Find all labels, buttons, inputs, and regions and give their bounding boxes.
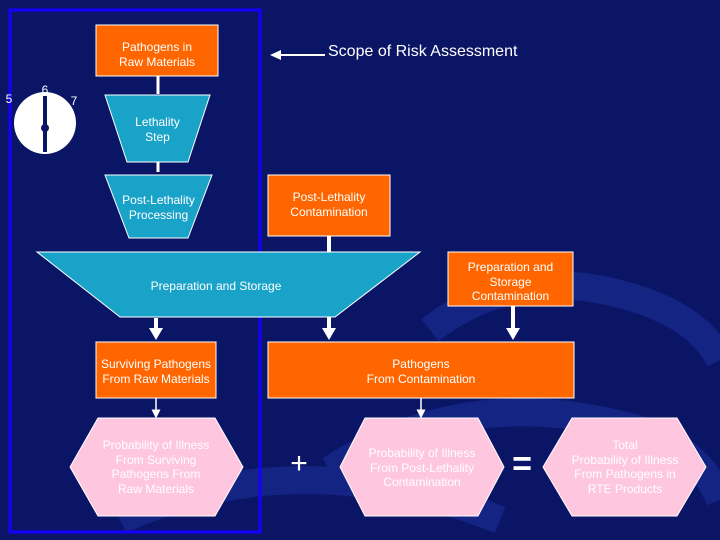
prob-surviving-label: Probability of Illness From Surviving Pa… bbox=[102, 438, 210, 496]
gauge-label-right: 7 bbox=[70, 94, 78, 108]
pathogens-raw-label: Pathogens in Raw Materials bbox=[118, 40, 196, 69]
prob-post-lethality-label: Probability of Illness From Post-Lethali… bbox=[368, 446, 476, 489]
pathogens-contamination-box bbox=[267, 341, 575, 399]
plus-operator: + bbox=[290, 447, 308, 480]
prep-storage-contamination-label: Preparation and Storage Contamination bbox=[467, 260, 554, 303]
prep-storage-contamination-box bbox=[447, 251, 574, 307]
gauge-label-left: 5 bbox=[5, 92, 13, 106]
thin-arrows bbox=[151, 398, 426, 419]
post-lethality-contamination-box bbox=[267, 174, 391, 237]
scope-label: Scope of Risk Assessment bbox=[328, 43, 518, 60]
gauge-label-mid: 6 bbox=[41, 83, 49, 97]
prob-surviving-hexagon bbox=[69, 417, 244, 517]
pathogens-contamination-label: Pathogens From Contamination bbox=[366, 357, 476, 386]
prep-storage-label: Preparation and Storage bbox=[150, 279, 282, 293]
pathogens-raw-box bbox=[95, 24, 219, 77]
lethality-step-trapezoid bbox=[104, 94, 211, 163]
surviving-pathogens-box bbox=[95, 341, 217, 399]
total-prob-label: Total Probability of Illness From Pathog… bbox=[571, 438, 679, 496]
prep-storage-trapezoid bbox=[35, 251, 422, 318]
post-lethality-contamination-label: Post-Lethality Contamination bbox=[290, 190, 368, 219]
scope-arrow-head bbox=[270, 50, 281, 60]
lethality-label: Lethality Step bbox=[135, 115, 180, 144]
equals-operator: = bbox=[512, 445, 532, 483]
post-lethality-processing-label: Post-Lethality Processing bbox=[122, 193, 195, 222]
prob-post-lethality-hexagon bbox=[339, 417, 505, 517]
gauge-icon bbox=[14, 92, 76, 154]
post-lethality-processing-trapezoid bbox=[104, 174, 213, 239]
total-prob-hexagon bbox=[542, 417, 707, 517]
surviving-pathogens-label: Surviving Pathogens From Raw Materials bbox=[100, 357, 212, 386]
